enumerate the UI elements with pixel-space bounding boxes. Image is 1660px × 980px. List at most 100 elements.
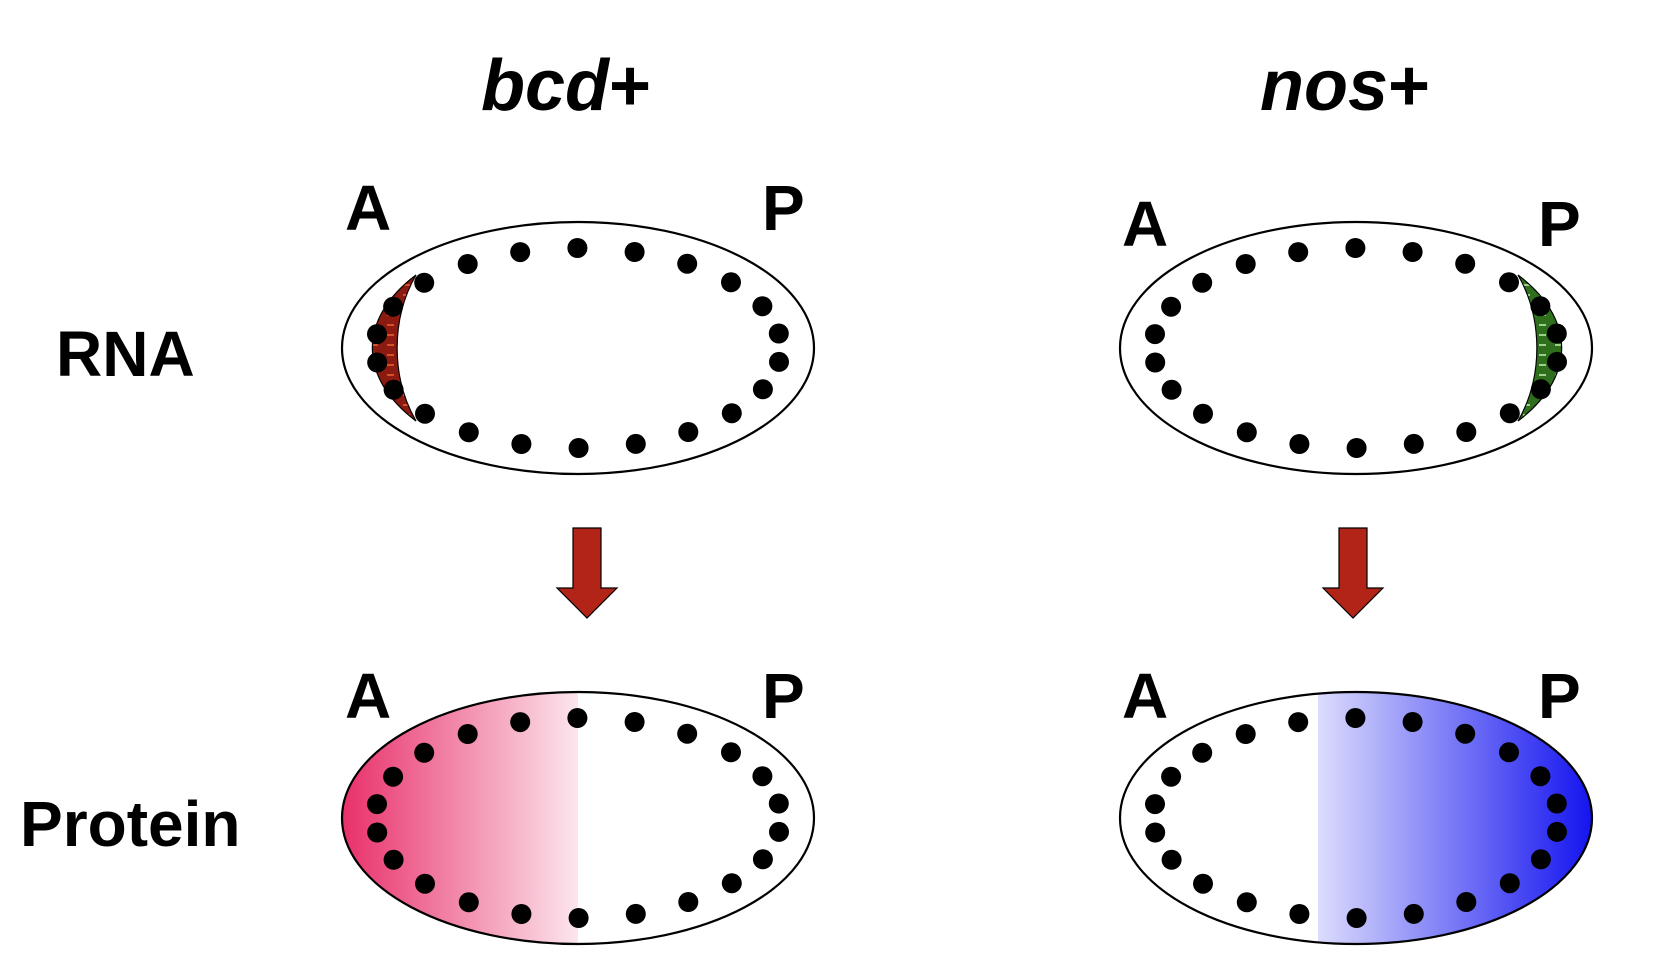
nucleus-dot [367,324,387,345]
nucleus-dot [568,438,589,458]
nucleus-dot [721,272,741,293]
nucleus-dot [1145,822,1166,843]
nucleus-dot [1530,296,1551,317]
nucleus-dot [383,849,404,870]
nucleus-dot [1402,712,1423,732]
nucleus-dot [414,742,435,763]
nucleus-dot [1499,272,1519,293]
nucleus-dot [769,351,789,372]
nucleus-dot [1288,242,1309,263]
nucleus-dot [457,254,478,274]
nucleus-dot [678,422,699,442]
nucleus-dot [1289,904,1310,924]
nos-rna-embryo-outline [1118,220,1594,476]
nucleus-dot [1288,712,1309,733]
nucleus-dot [383,766,404,787]
bcd-rna-embryo-outline [340,220,816,476]
nucleus-dot [1546,793,1567,814]
nos-translation-arrow [1321,527,1385,619]
nucleus-dot [568,908,589,928]
protein-row-label: Protein [20,788,240,860]
nucleus-dot [1499,742,1519,763]
nucleus-dot [383,379,404,400]
nucleus-dot [677,723,698,744]
nucleus-dot [414,272,435,293]
nos-protein-embryo [1118,690,1594,946]
nos-rna-embryo [1118,220,1594,476]
bcd-protein-gradient [340,690,816,946]
nucleus-dot [1403,433,1424,454]
nucleus-dot [1236,422,1257,443]
nucleus-dot [1530,379,1551,400]
nucleus-dot [1346,438,1367,458]
bcd-protein-anterior-label: A [345,660,391,732]
nucleus-dot [752,379,773,400]
nucleus-dot [625,903,646,924]
nucleus-dot [367,822,388,843]
nucleus-dot [1161,849,1182,870]
nucleus-dot [567,708,588,728]
nucleus-dot [1145,794,1165,815]
nucleus-dot [511,904,532,924]
nucleus-dot [1161,379,1182,400]
nucleus-dot [721,403,742,424]
nucleus-dot [1145,324,1165,345]
nucleus-dot [677,253,698,274]
nucleus-dot [752,849,773,870]
nucleus-dot [367,794,387,815]
nucleus-dot [367,352,388,373]
bcd-translation-arrow [555,527,619,619]
nucleus-dot [457,724,478,744]
nucleus-dot [624,712,645,732]
nos-rna-nuclei [1145,238,1567,458]
nucleus-dot [1345,708,1366,728]
nos-rna-posterior-label: P [1538,188,1581,260]
nos-gene-title: nos+ [1260,46,1430,126]
nucleus-dot [624,242,645,262]
nucleus-dot [752,766,773,787]
nucleus-dot [1456,892,1477,912]
nucleus-dot [1455,723,1476,744]
nucleus-dot [511,434,532,454]
nucleus-dot [1499,403,1520,424]
nos-protein-anterior-label: A [1122,660,1168,732]
nucleus-dot [1192,742,1213,763]
nucleus-dot [1193,873,1213,894]
nucleus-dot [458,422,479,443]
nucleus-dot [1547,821,1567,842]
nucleus-dot [769,821,789,842]
nucleus-dot [768,793,789,814]
nucleus-dot [1236,892,1257,913]
nucleus-dot [721,742,741,763]
bcd-protein-posterior-label: P [762,660,805,732]
nucleus-dot [752,296,773,317]
nos-protein-gradient [1118,690,1594,946]
nucleus-dot [1289,434,1310,454]
nos-rna-anterior-label: A [1122,188,1168,260]
nucleus-dot [458,892,479,913]
nucleus-dot [1402,242,1423,262]
nucleus-dot [1530,849,1551,870]
nucleus-dot [678,892,699,912]
bcd-rna-posterior-label: P [762,172,805,244]
nucleus-dot [625,433,646,454]
nucleus-dot [415,873,435,894]
nucleus-dot [1456,422,1477,442]
nucleus-dot [1235,254,1256,274]
nucleus-dot [1530,766,1551,787]
nos-protein-posterior-label: P [1538,660,1581,732]
nucleus-dot [1235,724,1256,744]
nucleus-dot [1403,903,1424,924]
nucleus-dot [415,403,435,424]
nucleus-dot [1346,908,1367,928]
bcd-gene-title: bcd+ [481,46,651,126]
nucleus-dot [510,242,531,263]
nucleus-dot [1161,296,1182,317]
nucleus-dot [1547,351,1567,372]
nucleus-dot [1192,272,1213,293]
rna-row-label: RNA [56,318,195,390]
nucleus-dot [1145,352,1166,373]
bcd-rna-anterior-crescent [371,274,417,422]
bcd-protein-embryo [340,690,816,946]
